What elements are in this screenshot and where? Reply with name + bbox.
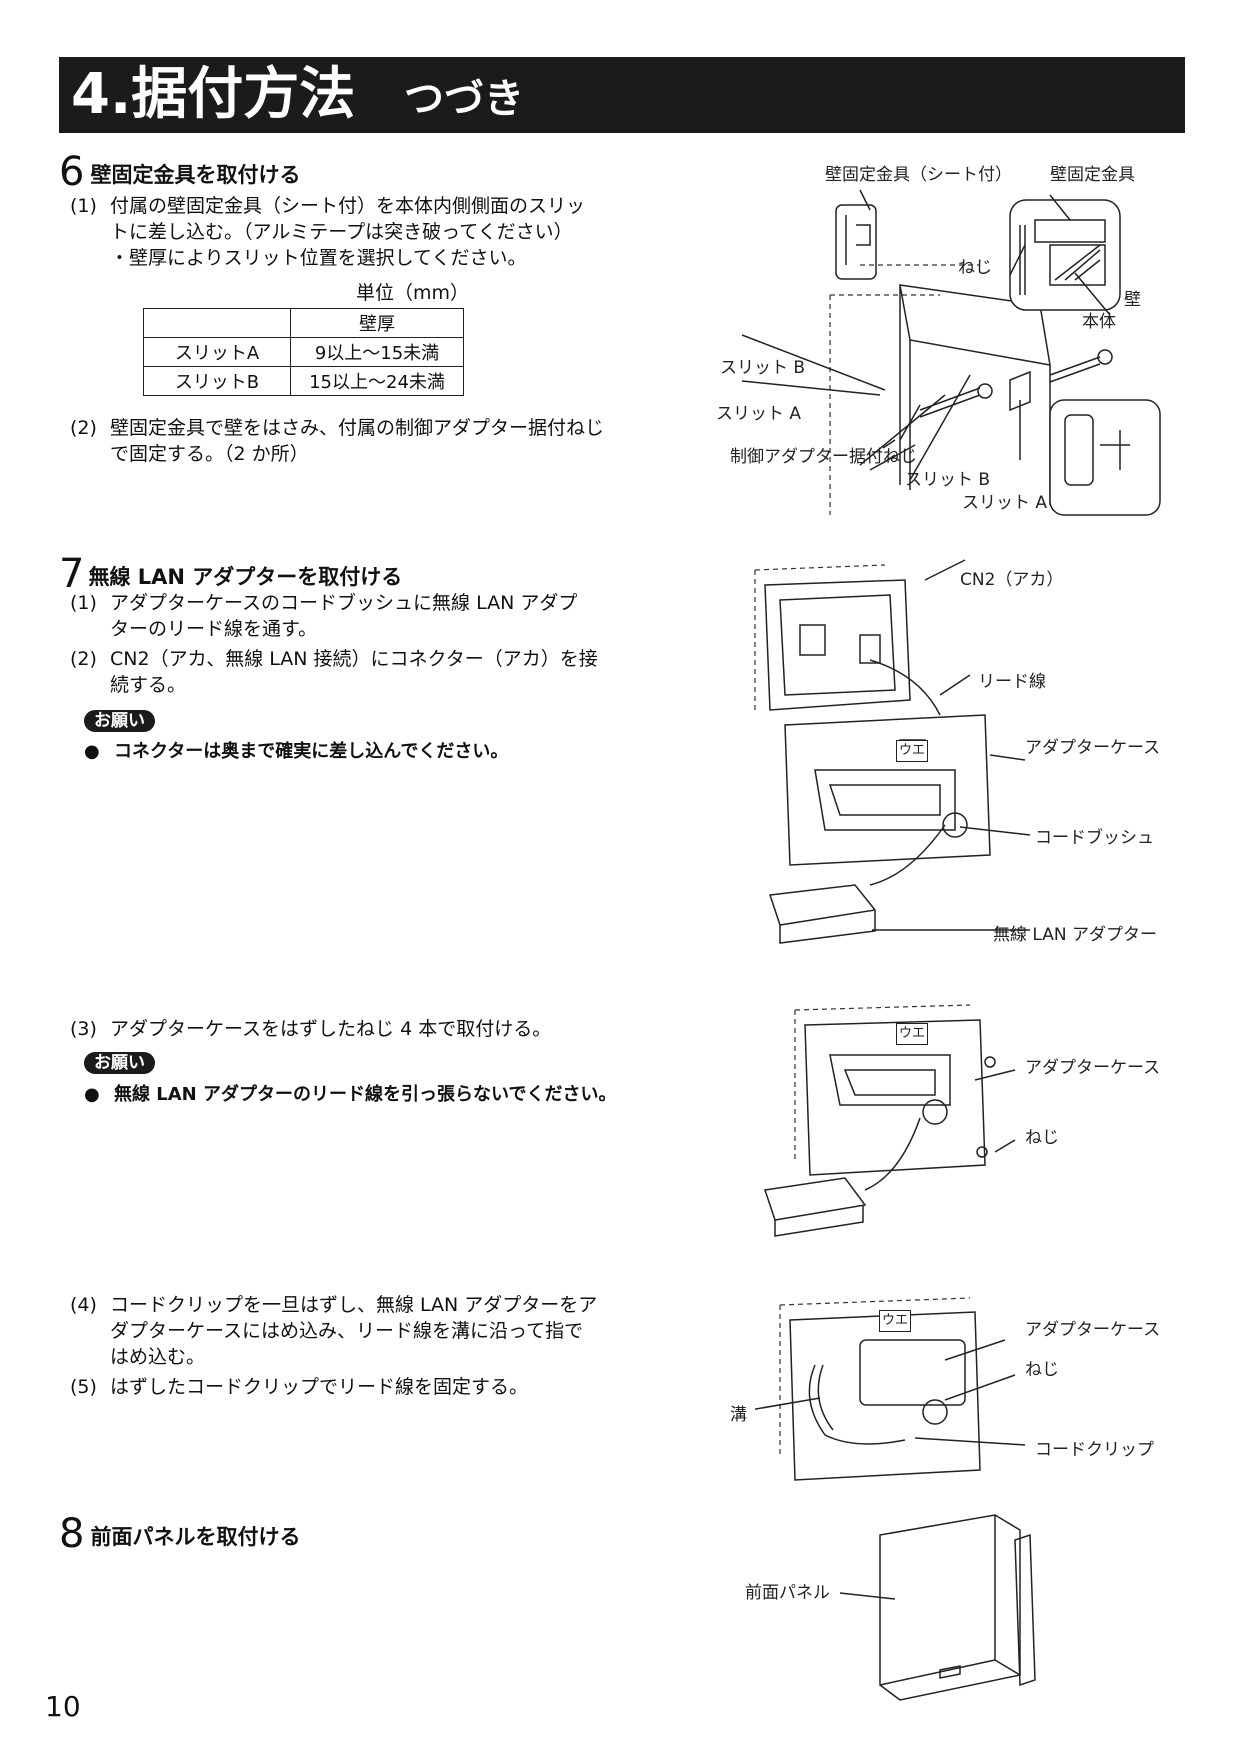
item-line: ターのリード線を通す。 xyxy=(110,618,318,640)
step7-title: 無線 LAN アダプターを取付ける xyxy=(88,565,403,589)
step8-panel-figure xyxy=(879,1514,1036,1701)
note-text: 無線 LAN アダプターのリード線を引っ張らないでください。 xyxy=(114,1084,617,1105)
label-body: 本体 xyxy=(1082,312,1116,332)
step8-heading: 8 前面パネルを取付ける xyxy=(59,1512,300,1556)
step7-clip-figure xyxy=(755,1297,1026,1481)
label-ue: ウエ xyxy=(896,1023,929,1045)
label-slit-a-bottom: スリット A xyxy=(962,493,1048,513)
step6-bracket-figure xyxy=(741,189,1161,516)
note-line: ● 無線 LAN アダプターのリード線を引っ張らないでください。 xyxy=(84,1083,616,1107)
step8-number: 8 xyxy=(59,1511,85,1557)
item-number: (1) xyxy=(70,592,97,614)
table-cell: スリットA xyxy=(143,337,291,367)
label-screw: ねじ xyxy=(1025,1128,1059,1148)
item-line: 付属の壁固定金具（シート付）を本体内側側面のスリッ xyxy=(110,195,586,217)
item-line: で固定する。（2 か所） xyxy=(110,443,309,465)
table-header-row: 壁厚 xyxy=(143,308,464,338)
label-cn2: CN2（アカ） xyxy=(960,570,1064,590)
label-adapter-case: アダプターケース xyxy=(1025,738,1161,758)
item-line: アダプターケースのコードブッシュに無線 LAN アダプ xyxy=(110,592,578,614)
label-cord-bush: コードブッシュ xyxy=(1035,828,1154,848)
page-number: 10 xyxy=(45,1690,81,1723)
table-row: スリットB 15以上～24未満 xyxy=(143,366,464,396)
table-unit: 単位（mm） xyxy=(356,282,470,304)
table-cell: スリットB xyxy=(143,366,291,396)
step7-heading: 7 無線 LAN アダプターを取付ける xyxy=(59,552,402,596)
step7-case-figure xyxy=(764,1004,1016,1237)
item-number: (1) xyxy=(70,195,97,217)
label-adapter-screw: 制御アダプター据付ねじ xyxy=(730,447,917,467)
item-line: CN2（アカ、無線 LAN 接続）にコネクター（アカ）を接 xyxy=(110,648,598,670)
label-lead-wire: リード線 xyxy=(978,672,1046,692)
table-row: スリットA 9以上～15未満 xyxy=(143,337,464,367)
step6-title: 壁固定金具を取付ける xyxy=(90,163,301,187)
section-title: 4.据付方法 xyxy=(71,62,356,127)
item-line: ・壁厚によりスリット位置を選択してください。 xyxy=(110,247,527,269)
item-number: (2) xyxy=(70,648,97,670)
note-line: ● コネクターは奥まで確実に差し込んでください。 xyxy=(84,740,508,764)
step7-number: 7 xyxy=(59,551,85,597)
bullet-icon: ● xyxy=(84,741,100,762)
label-wall: 壁 xyxy=(1124,290,1141,310)
section-subtitle: つづき xyxy=(404,76,524,122)
label-screw: ねじ xyxy=(958,258,992,278)
panel-leader-line xyxy=(840,1592,896,1600)
label-groove: 溝 xyxy=(730,1405,747,1425)
item-line: 壁固定金具で壁をはさみ、付属の制御アダプター据付ねじ xyxy=(110,417,605,439)
label-bracket-sheet: 壁固定金具（シート付） xyxy=(825,165,1012,185)
item-line: はずしたコードクリップでリード線を固定する。 xyxy=(110,1376,529,1398)
label-cord-clip: コードクリップ xyxy=(1035,1440,1154,1460)
item-number: (4) xyxy=(70,1294,97,1316)
bullet-icon: ● xyxy=(84,1084,100,1105)
step6-heading: 6 壁固定金具を取付ける xyxy=(59,150,300,194)
label-ue: ウエ xyxy=(896,740,929,762)
step7-item-1: (1) アダプターケースのコードブッシュに無線 LAN アダプ ターのリード線を… xyxy=(70,590,670,642)
table-header-cell xyxy=(143,308,291,338)
item-number: (2) xyxy=(70,417,97,439)
item-line: トに差し込む。（アルミテープは突き破ってください） xyxy=(110,221,573,243)
step8-title: 前面パネルを取付ける xyxy=(90,1525,301,1549)
label-adapter-case: アダプターケース xyxy=(1025,1058,1161,1078)
item-line: はめ込む。 xyxy=(110,1346,206,1368)
label-screw: ねじ xyxy=(1025,1360,1059,1380)
table-header-cell: 壁厚 xyxy=(290,308,464,338)
step7-item-2: (2) CN2（アカ、無線 LAN 接続）にコネクター（アカ）を接 続する。 xyxy=(70,646,670,698)
table-cell: 9以上～15未満 xyxy=(290,337,464,367)
item-number: (3) xyxy=(70,1018,97,1040)
item-number: (5) xyxy=(70,1376,97,1398)
table-cell: 15以上～24未満 xyxy=(290,366,464,396)
item-line: ダプターケースにはめ込み、リード線を溝に沿って指で xyxy=(110,1320,584,1342)
step6-item-2: (2) 壁固定金具で壁をはさみ、付属の制御アダプター据付ねじ で固定する。（2 … xyxy=(70,415,670,467)
step6-item-1: (1) 付属の壁固定金具（シート付）を本体内側側面のスリッ トに差し込む。（アル… xyxy=(70,193,670,271)
label-slit-a: スリット A xyxy=(716,404,802,424)
wall-thickness-table: 壁厚 スリットA 9以上～15未満 スリットB 15以上～24未満 xyxy=(143,308,464,396)
note-text: コネクターは奥まで確実に差し込んでください。 xyxy=(114,741,509,762)
label-slit-b-bottom: スリット B xyxy=(905,470,991,490)
item-line: 続する。 xyxy=(110,674,187,696)
label-wlan-adapter: 無線 LAN アダプター xyxy=(993,925,1158,945)
label-slit-b: スリット B xyxy=(720,358,806,378)
step7-item-3: (3) アダプターケースをはずしたねじ 4 本で取付ける。 xyxy=(70,1016,670,1042)
step7-wlan-figure xyxy=(754,559,1031,944)
item-line: コードクリップを一旦はずし、無線 LAN アダプターをア xyxy=(110,1294,598,1316)
label-bracket: 壁固定金具 xyxy=(1050,165,1135,185)
label-ue: ウエ xyxy=(879,1310,912,1332)
step7-item-4: (4) コードクリップを一旦はずし、無線 LAN アダプターをア ダプターケース… xyxy=(70,1292,670,1370)
note-badge: お願い xyxy=(84,710,155,732)
step6-number: 6 xyxy=(59,149,85,195)
note-badge: お願い xyxy=(84,1052,155,1074)
step7-item-5: (5) はずしたコードクリップでリード線を固定する。 xyxy=(70,1374,670,1400)
label-adapter-case: アダプターケース xyxy=(1025,1320,1161,1340)
section-header: 4.据付方法 つづき xyxy=(59,57,1185,133)
label-front-panel: 前面パネル xyxy=(745,1583,830,1603)
item-line: アダプターケースをはずしたねじ 4 本で取付ける。 xyxy=(110,1018,552,1040)
